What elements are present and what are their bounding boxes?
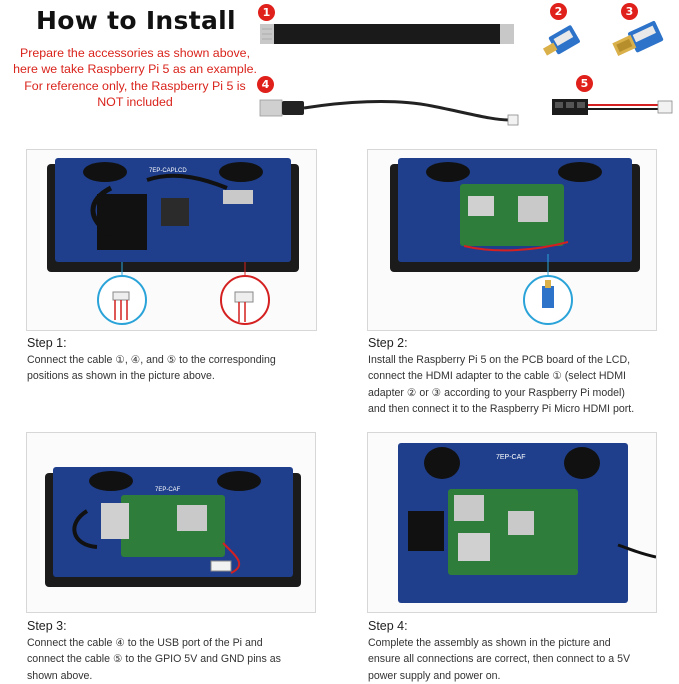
accessory-badge-1: 1 xyxy=(258,4,275,21)
lcd-with-pi-illustration xyxy=(390,158,640,325)
step-text-line: shown above. xyxy=(27,669,93,682)
accessory-badge-5: 5 xyxy=(576,75,593,92)
hdmi-adapter-icon xyxy=(612,21,664,57)
step-4-photo: 7EP-CAF xyxy=(367,432,657,613)
note-line: here we take Raspberry Pi 5 as an exampl… xyxy=(13,62,257,77)
accessory-badge-3: 3 xyxy=(621,3,638,20)
micro-hdmi-adapter-icon xyxy=(542,25,580,56)
completed-assembly-illustration: 7EP-CAF xyxy=(398,443,656,603)
page-title: How to Install xyxy=(36,6,236,35)
board-label: 7EP-CAF xyxy=(155,487,181,493)
step-3-text: Connect the cable ④ to the USB port of t… xyxy=(27,635,281,684)
board-label: 7EP-CAPLCD xyxy=(149,168,187,174)
step-text-line: connect the cable ⑤ to the GPIO 5V and G… xyxy=(27,653,281,666)
usb-cable-icon xyxy=(259,99,519,126)
step-4-text: Complete the assembly as shown in the pi… xyxy=(368,635,630,684)
note-line: NOT included xyxy=(97,95,173,110)
step-3-title: Step 3: xyxy=(27,619,67,633)
step-2-text: Install the Raspberry Pi 5 on the PCB bo… xyxy=(368,352,634,418)
step-1-title: Step 1: xyxy=(27,336,67,350)
step-1-photo: 7EP-CAPLCD xyxy=(26,149,317,331)
step-2-photo xyxy=(367,149,657,331)
gpio-power-cable-icon xyxy=(552,99,673,115)
accessory-badge-2: 2 xyxy=(550,3,567,20)
reference-note: Prepare the accessories as shown above, … xyxy=(2,45,268,111)
step-text-line: Connect the cable ①, ④, and ⑤ to the cor… xyxy=(27,354,276,366)
step-text-line: Connect the cable ④ to the USB port of t… xyxy=(27,637,263,649)
step-text-line: adapter ② or ③ according to your Raspber… xyxy=(368,386,625,399)
lcd-board-illustration: 7EP-CAPLCD xyxy=(47,158,299,325)
lcd-usb-gpio-illustration: 7EP-CAF xyxy=(45,467,301,587)
step-4-title: Step 4: xyxy=(368,619,408,633)
note-line: Prepare the accessories as shown above, xyxy=(19,46,251,60)
step-text-line: Complete the assembly as shown in the pi… xyxy=(368,637,611,649)
step-text-line: Install the Raspberry Pi 5 on the PCB bo… xyxy=(368,354,631,366)
step-text-line: and then connect it to the Raspberry Pi … xyxy=(368,403,635,416)
step-text-line: connect the HDMI adapter to the cable ① … xyxy=(368,370,626,383)
step-3-photo: 7EP-CAF xyxy=(26,432,316,613)
ffc-flat-cable-icon xyxy=(260,24,514,44)
note-line: For reference only, the Raspberry Pi 5 i… xyxy=(24,78,246,93)
step-2-title: Step 2: xyxy=(368,336,408,350)
step-1-text: Connect the cable ①, ④, and ⑤ to the cor… xyxy=(27,352,276,385)
step-text-line: power supply and power on. xyxy=(368,669,501,682)
step-text-line: positions as shown in the picture above. xyxy=(27,370,215,383)
accessory-badge-4: 4 xyxy=(257,76,274,93)
step-text-line: ensure all connections are correct, then… xyxy=(368,653,631,666)
board-label: 7EP-CAF xyxy=(496,454,526,461)
